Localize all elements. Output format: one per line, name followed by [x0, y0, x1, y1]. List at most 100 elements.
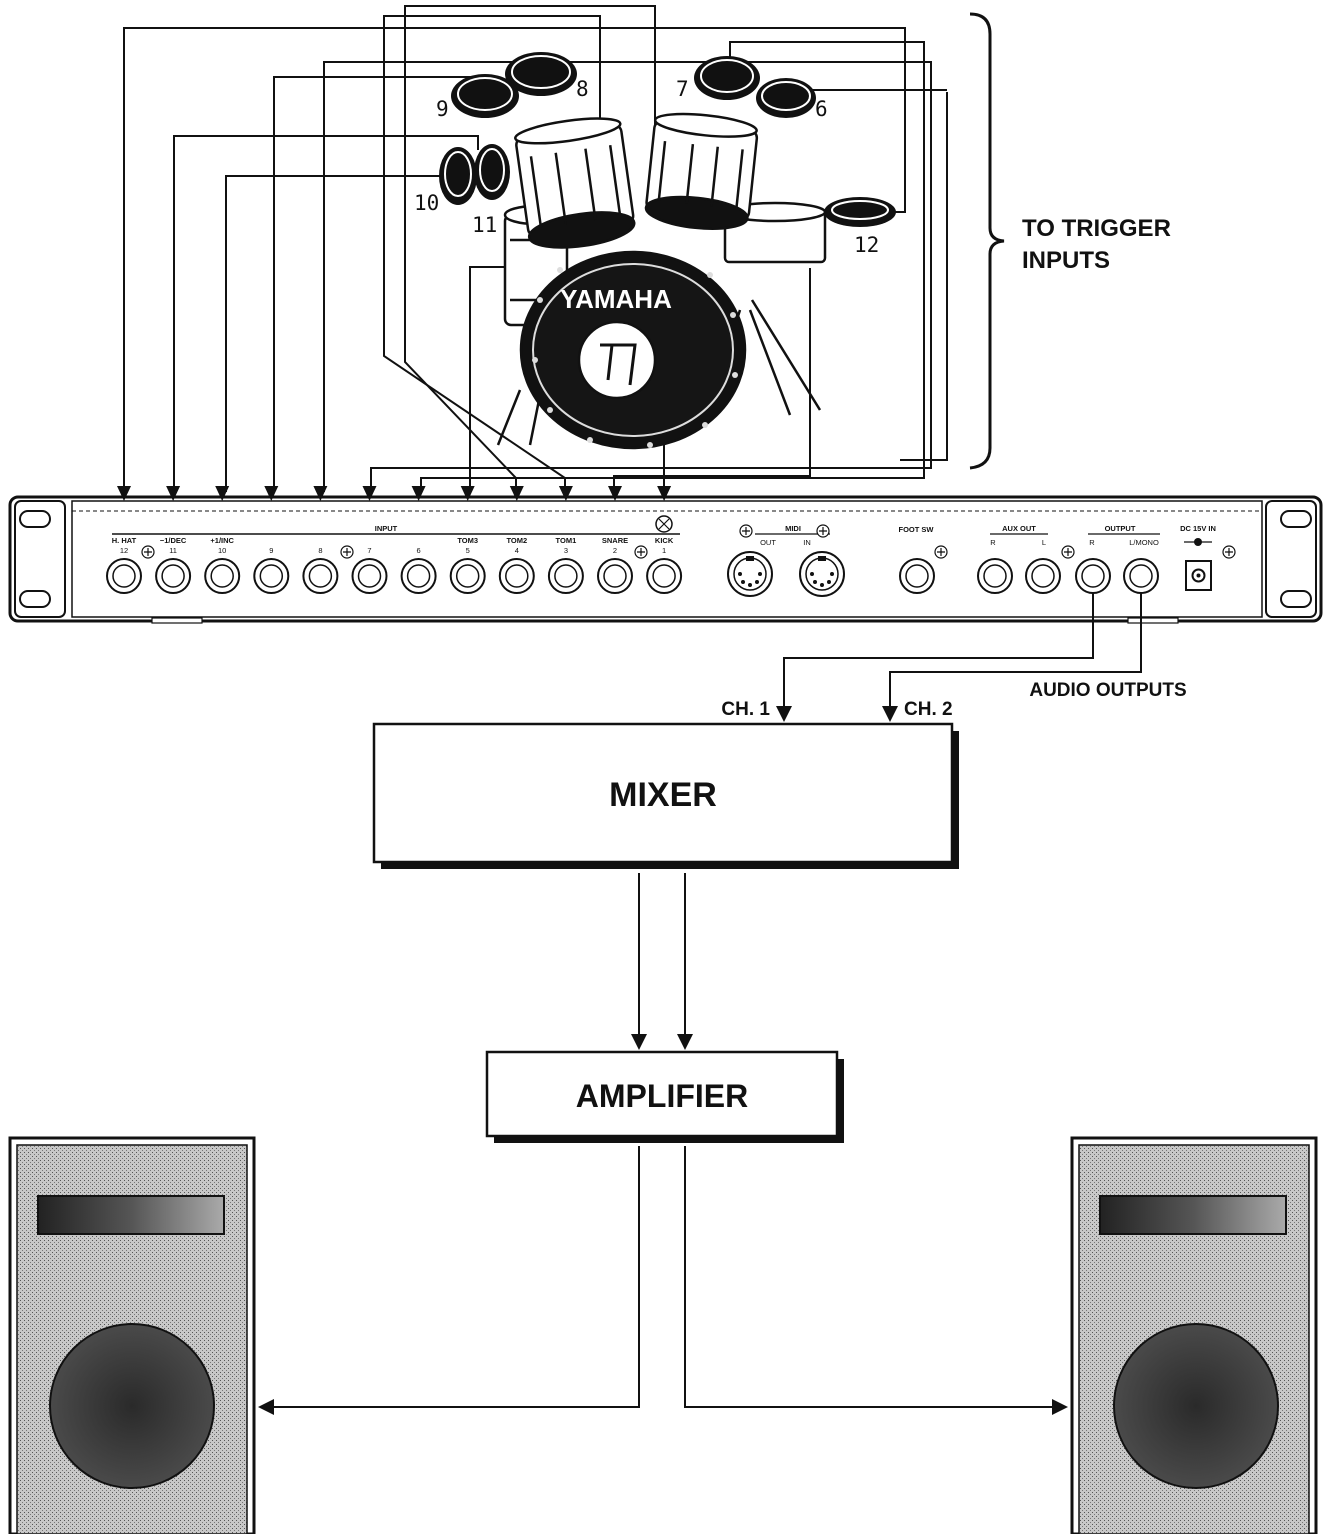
pad-icon — [474, 144, 510, 200]
pad-numbers: 6 7 8 9 10 11 12 — [414, 77, 879, 257]
pad-number: 12 — [854, 233, 879, 257]
pad-icon — [439, 147, 477, 205]
input-name-label: +1/INC — [210, 536, 234, 545]
input-number-label: 1 — [662, 546, 666, 555]
output-label: OUTPUT — [1105, 524, 1136, 533]
jack-icon[interactable] — [597, 558, 633, 594]
input-number-label: 7 — [367, 546, 371, 555]
input-number-label: 3 — [564, 546, 568, 555]
audio-outputs-label: AUDIO OUTPUTS — [1029, 680, 1186, 701]
midi-out-label: OUT — [760, 538, 776, 547]
to-trigger-inputs-label: TO TRIGGER — [1022, 215, 1171, 242]
screw-icon — [1061, 545, 1075, 559]
foot-sw-label: FOOT SW — [899, 525, 935, 534]
speaker-icon — [8, 1136, 256, 1536]
input-name-label: TOM1 — [556, 536, 577, 545]
input-name-label: TOM2 — [506, 536, 527, 545]
screw-icon — [816, 524, 830, 538]
panel-input-label: INPUT — [375, 524, 398, 533]
trigger-arrowhead — [166, 486, 181, 501]
rack-hole — [1280, 590, 1312, 608]
input-number-label: 12 — [120, 546, 128, 555]
pad-icon — [694, 56, 760, 100]
output-l-jack[interactable] — [1123, 558, 1159, 594]
jack-icon[interactable] — [351, 558, 388, 594]
input-number-label: 8 — [318, 546, 322, 555]
pad-icon — [824, 197, 896, 227]
pad-number: 7 — [676, 77, 689, 101]
jack-icon[interactable] — [498, 558, 535, 594]
rack-hole — [1280, 510, 1312, 528]
rack-hole — [19, 590, 51, 608]
pad-icon — [756, 78, 816, 118]
jack-icon[interactable] — [302, 558, 339, 594]
input-number-label: 10 — [218, 546, 226, 555]
input-number-label: 11 — [169, 546, 177, 555]
pad-number: 8 — [576, 77, 589, 101]
output-r-jack[interactable] — [1075, 558, 1111, 594]
input-number-label: 2 — [613, 546, 617, 555]
jack-icon[interactable] — [547, 558, 584, 594]
rack-hole — [19, 510, 51, 528]
screw-icon — [1222, 545, 1236, 559]
jack-icon[interactable] — [204, 558, 241, 594]
jack-icon[interactable] — [253, 558, 290, 594]
output-r-label: R — [1089, 538, 1095, 547]
input-name-label: H. HAT — [112, 536, 137, 545]
jack-icon[interactable] — [646, 558, 683, 594]
audio-arrowheads — [776, 706, 898, 722]
jack-icon[interactable] — [155, 558, 192, 594]
pad-icon — [451, 74, 519, 118]
jack-icon[interactable] — [400, 558, 437, 594]
aux-out-l-jack[interactable] — [1025, 558, 1061, 594]
midi-in-label: IN — [803, 538, 811, 547]
input-number-label: 4 — [515, 546, 519, 555]
midi-out-port[interactable] — [727, 551, 773, 597]
audio-cables — [783, 593, 1142, 712]
mixer-amp-arrowheads — [631, 1034, 693, 1050]
trigger-arrowhead — [509, 486, 524, 501]
trigger-wires — [123, 5, 948, 492]
aux-out-r-jack[interactable] — [977, 558, 1013, 594]
jack-icon[interactable] — [449, 558, 486, 594]
mixer-amp-cables — [638, 873, 686, 1040]
mixer-label: MIXER — [609, 776, 717, 814]
aux-out-label: AUX OUT — [1002, 524, 1036, 533]
midi-in-port[interactable] — [799, 551, 845, 597]
input-number-label: 9 — [269, 546, 273, 555]
output-l-label: L/MONO — [1129, 538, 1159, 547]
ch2-label: CH. 2 — [904, 699, 953, 720]
trigger-arrowheads — [117, 486, 672, 501]
drum-kit-icon: YAMAHA — [496, 112, 827, 450]
pad-number: 6 — [815, 97, 828, 121]
screw-icon — [634, 545, 648, 559]
dc-in-jack[interactable] — [1185, 560, 1212, 591]
amplifier-label: AMPLIFIER — [576, 1078, 748, 1114]
input-name-label: KICK — [655, 536, 674, 545]
aux-r-label: R — [990, 538, 996, 547]
input-number-label: 5 — [466, 546, 470, 555]
pad-icon — [505, 52, 577, 96]
pad-number: 10 — [414, 191, 439, 215]
trigger-arrowhead — [657, 486, 672, 501]
input-name-label: SNARE — [602, 536, 628, 545]
to-trigger-inputs-label: INPUTS — [1022, 247, 1110, 274]
midi-label: MIDI — [785, 524, 801, 533]
input-number-label: 6 — [417, 546, 421, 555]
drum-pads — [439, 52, 896, 227]
trigger-bracket: TO TRIGGER INPUTS — [969, 12, 1171, 470]
pad-number: 9 — [436, 97, 449, 121]
jack-icon[interactable] — [106, 558, 142, 594]
trigger-arrowhead — [117, 486, 131, 501]
speaker-icon — [1070, 1136, 1318, 1536]
screw-icon — [141, 545, 155, 559]
dc-in-label: DC 15V IN — [1180, 524, 1216, 533]
input-name-label: TOM3 — [457, 536, 478, 545]
screw-icon — [655, 515, 673, 533]
trigger-arrowhead — [411, 486, 426, 501]
foot-switch-jack[interactable] — [899, 558, 935, 594]
